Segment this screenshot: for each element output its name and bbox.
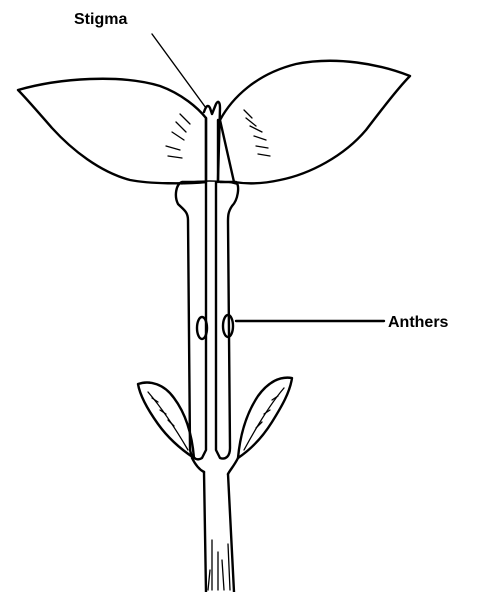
anthers-label: Anthers [388,314,449,331]
stigma-pointer-line [152,34,206,108]
stamen-column-right [216,182,238,459]
right-sepal-vein [244,388,284,450]
left-petal [18,79,206,184]
stamen-column-left [176,182,206,459]
stem-texture [208,540,230,590]
right-petal [220,61,410,184]
stigma-label: Stigma [74,11,127,28]
style [206,118,218,182]
left-sepal-vein [148,392,188,450]
